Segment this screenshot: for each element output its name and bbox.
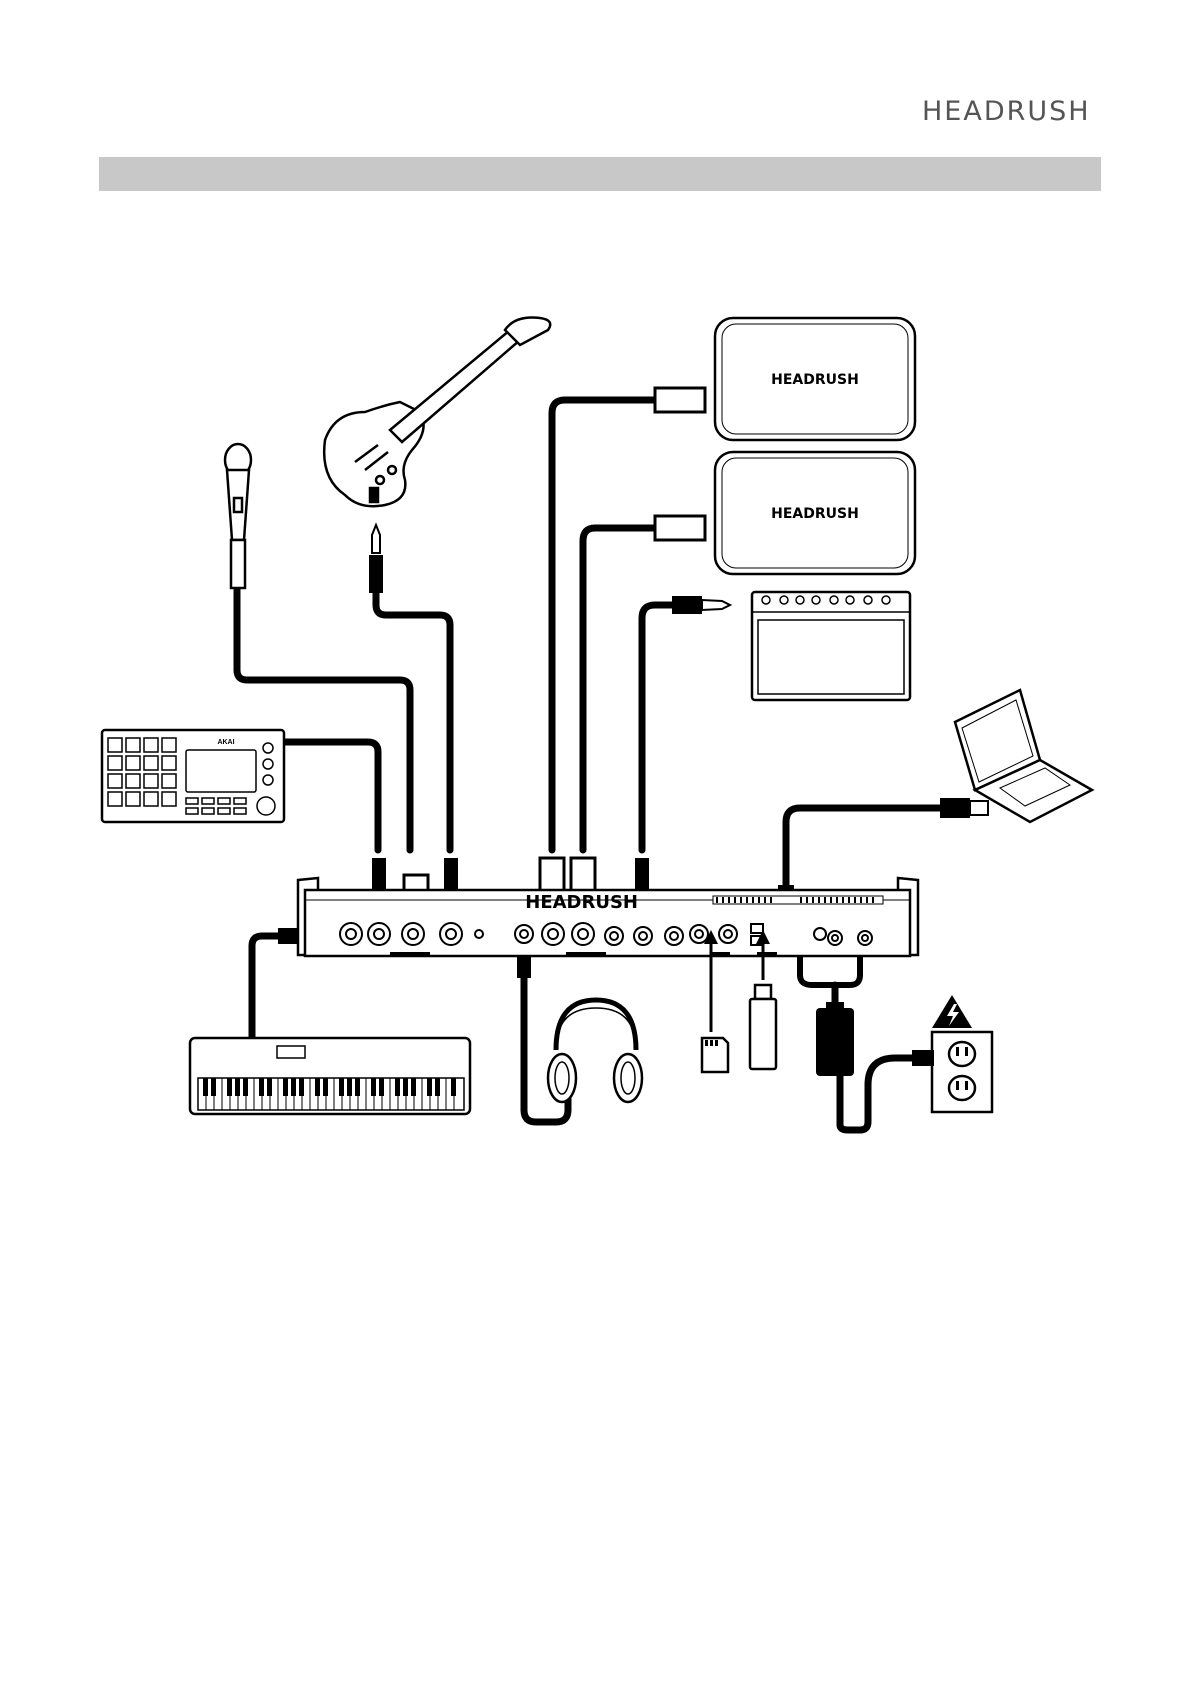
guitar-jack-tip bbox=[372, 525, 380, 553]
interface-plug-end bbox=[672, 596, 702, 614]
interface-cable bbox=[642, 605, 675, 850]
midi-keyboard-icon bbox=[190, 1038, 470, 1114]
speaker-label-top: HEADRUSH bbox=[771, 372, 859, 388]
powered-speaker-icon: HEADRUSH bbox=[715, 318, 915, 440]
laptop-usb-plug bbox=[940, 798, 970, 818]
power-adapter-icon bbox=[816, 1002, 854, 1076]
electric-guitar-icon bbox=[324, 318, 550, 507]
headrush-rear-panel-icon: HEADRUSH bbox=[298, 878, 918, 956]
keyboard-cable bbox=[252, 936, 280, 1043]
powered-speaker-icon: HEADRUSH bbox=[715, 452, 915, 574]
unit-label: HEADRUSH bbox=[525, 892, 638, 913]
headphones-icon bbox=[548, 1000, 642, 1102]
audio-interface-icon bbox=[752, 592, 910, 700]
guitar-jack-end bbox=[369, 555, 383, 593]
mpc-cable bbox=[285, 742, 378, 850]
microphone-icon bbox=[225, 444, 251, 588]
mpc-logo: AKAI bbox=[217, 739, 234, 746]
high-voltage-warning-icon bbox=[932, 995, 972, 1028]
mpc-sampler-icon: AKAI bbox=[102, 730, 284, 822]
interface-plug-tip bbox=[702, 600, 730, 610]
wall-outlet-icon bbox=[912, 1032, 992, 1112]
usb-flash-drive-icon bbox=[750, 985, 776, 1069]
speaker-bottom-plug-end bbox=[655, 516, 705, 540]
speaker-top-plug-end bbox=[655, 388, 705, 412]
sd-card-icon bbox=[702, 1038, 728, 1072]
speaker-label-bottom: HEADRUSH bbox=[771, 506, 859, 522]
laptop-usb-tip bbox=[970, 801, 988, 815]
laptop-cable bbox=[786, 808, 950, 890]
